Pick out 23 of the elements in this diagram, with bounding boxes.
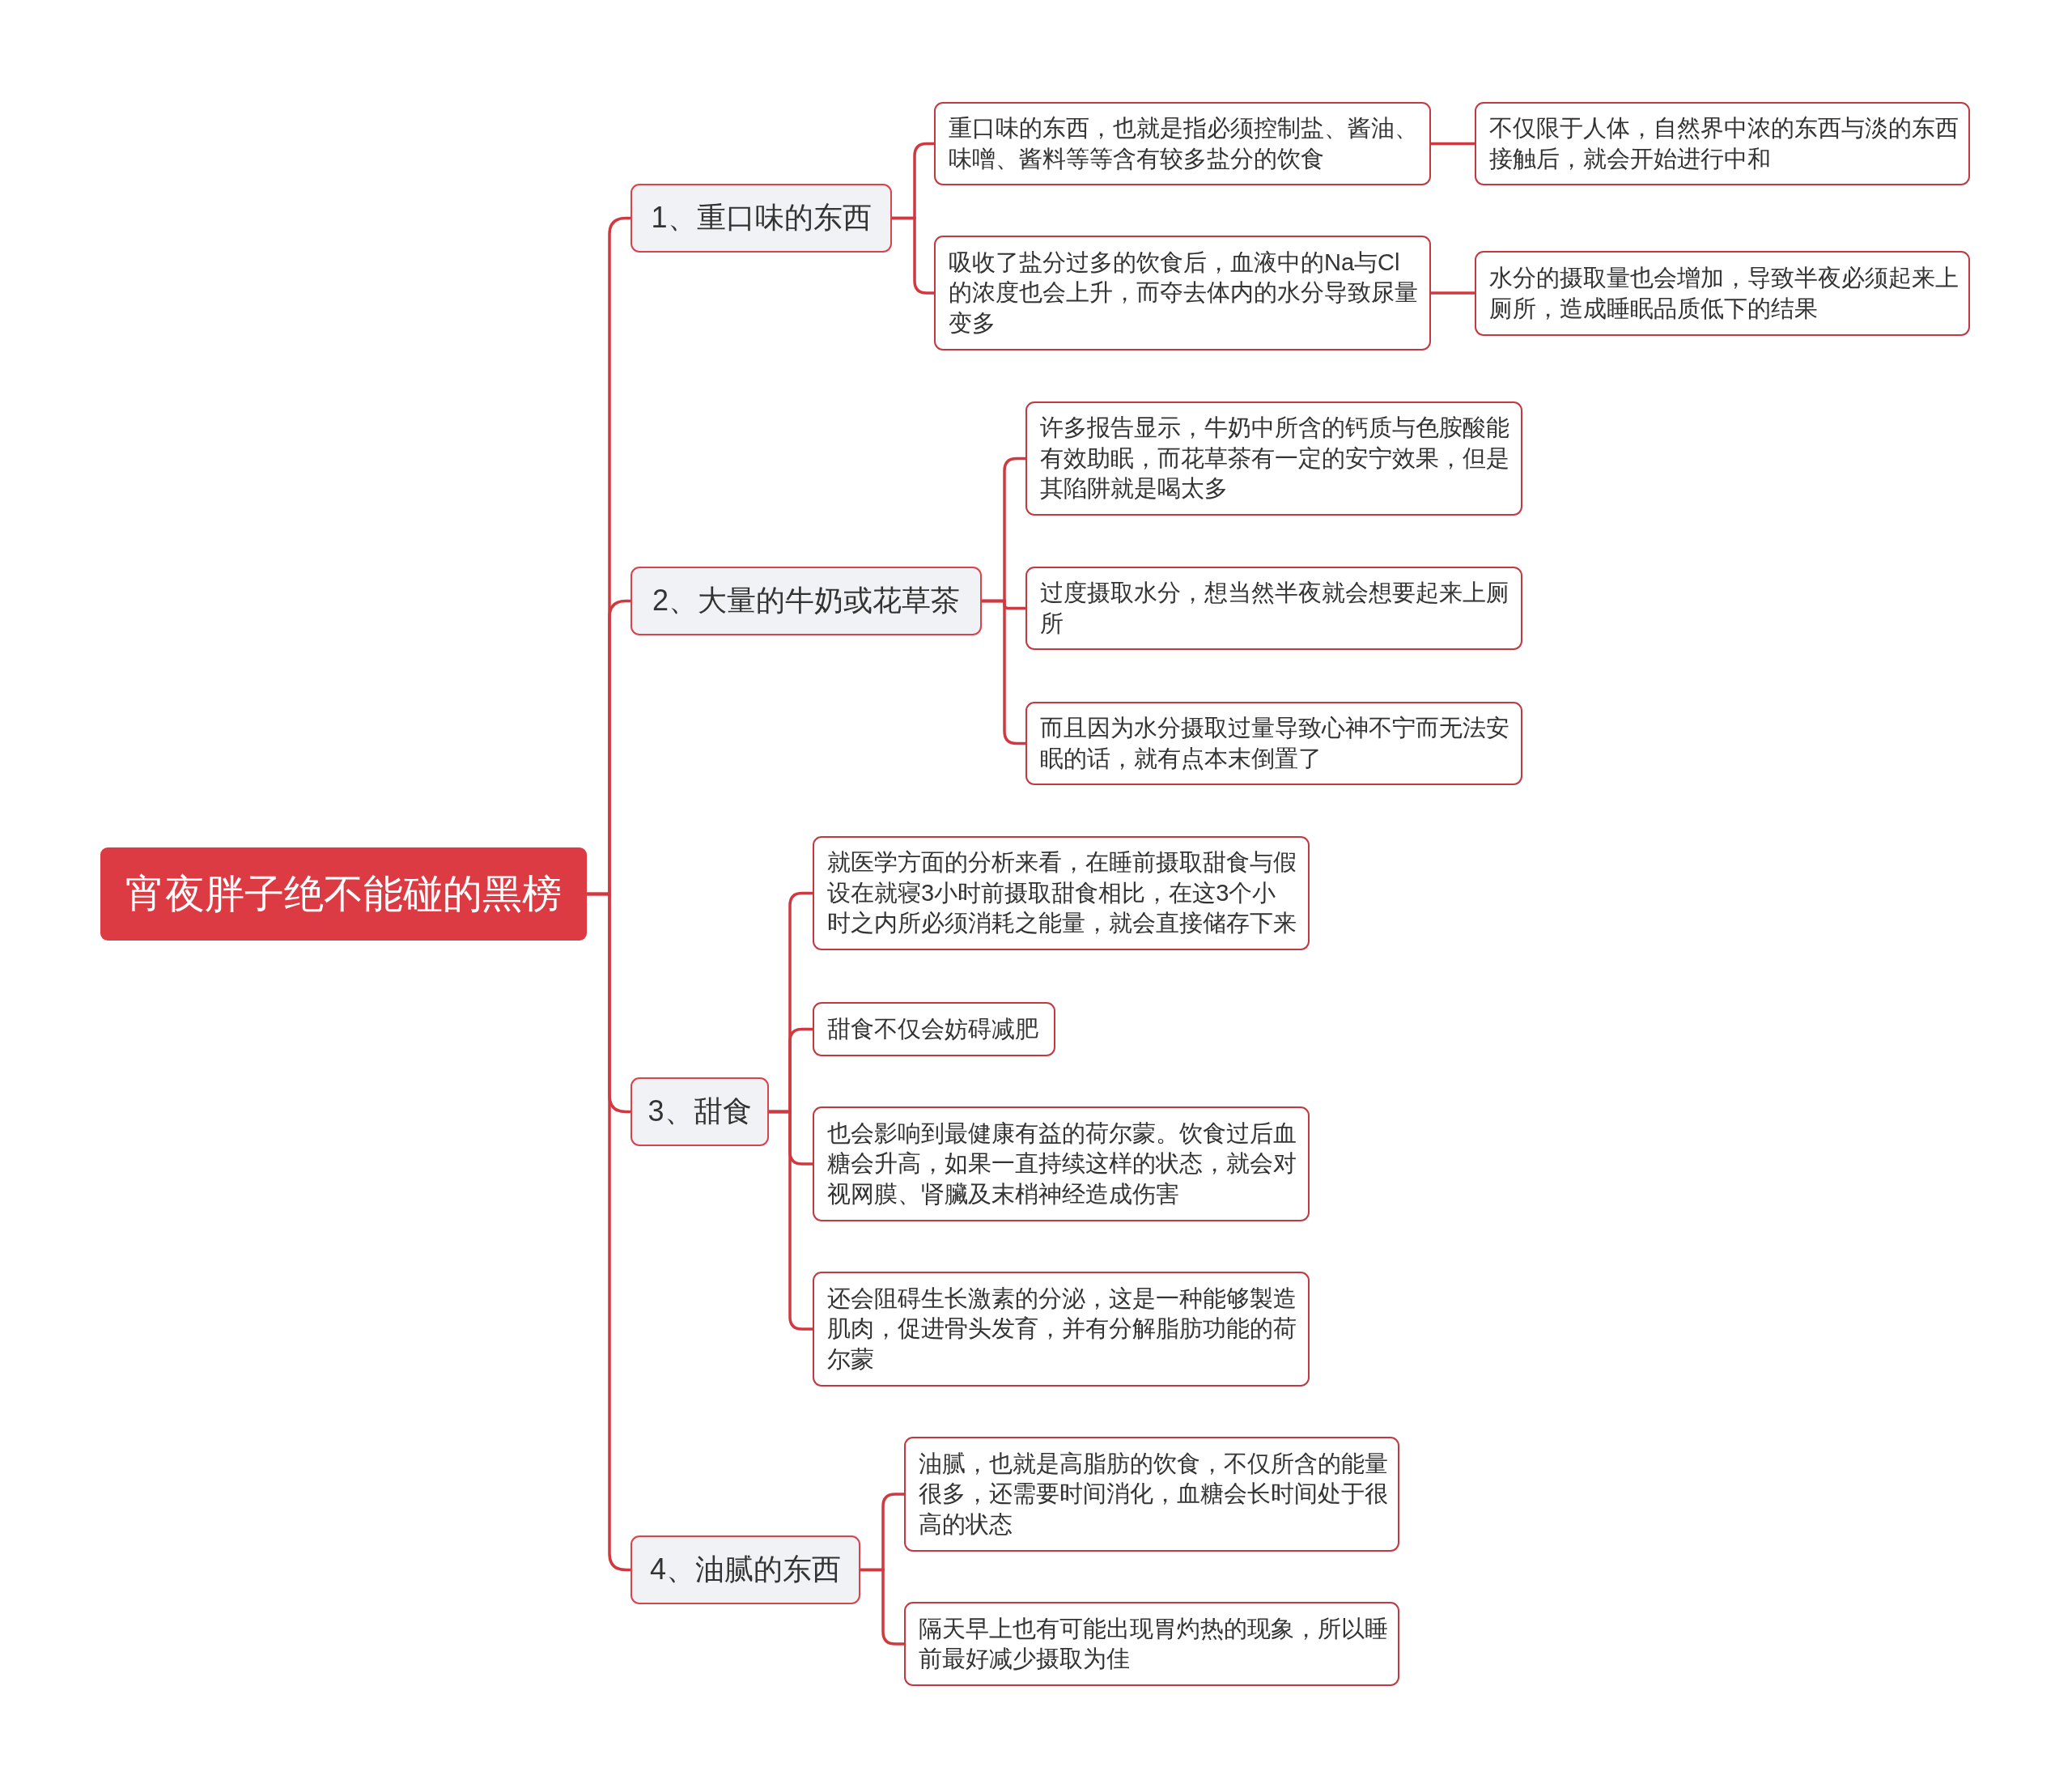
note-box: 而且因为水分摄取过量导致心神不宁而无法安眠的话，就有点本末倒置了 <box>1025 702 1522 785</box>
note-box: 还会阻碍生长激素的分泌，这是一种能够製造肌肉，促进骨头发育，并有分解脂肪功能的荷尔蒙 <box>813 1272 1310 1387</box>
note-box: 甜食不仅会妨碍减肥 <box>813 1002 1055 1056</box>
note-box: 水分的摄取量也会增加，导致半夜必须起来上厕所，造成睡眠品质低下的结果 <box>1475 251 1970 336</box>
note-box: 油腻，也就是高脂肪的饮食，不仅所含的能量很多，还需要时间消化，血糖会长时间处于很高的状态 <box>904 1437 1399 1552</box>
connector-line <box>892 216 934 295</box>
note-box: 过度摄取水分，想当然半夜就会想要起来上厕所 <box>1025 567 1522 650</box>
topic-box: 4、油腻的东西 <box>631 1535 860 1604</box>
central-topic-box: 宵夜胖子绝不能碰的黑榜 <box>100 847 587 941</box>
topic-box: 1、重口味的东西 <box>631 184 892 253</box>
connector-line <box>1431 142 1475 146</box>
connector-line <box>1431 291 1475 295</box>
note-box: 隔天早上也有可能出现胃灼热的现象，所以睡前最好减少摄取为佳 <box>904 1602 1399 1686</box>
note-box: 就医学方面的分析来看，在睡前摄取甜食与假设在就寝3小时前摄取甜食相比，在这3个小时之内所必须消耗之能量，就会直接储存下来 <box>813 836 1310 950</box>
note-box: 许多报告显示，牛奶中所含的钙质与色胺酸能有效助眠，而花草茶有一定的安宁效果，但是其陷阱就是喝太多 <box>1025 401 1522 516</box>
connector-line <box>982 599 1025 745</box>
topic-box: 2、大量的牛奶或花草茶 <box>631 567 982 635</box>
topic-box: 3、甜食 <box>631 1077 769 1146</box>
note-box: 不仅限于人体，自然界中浓的东西与淡的东西接触后，就会开始进行中和 <box>1475 102 1970 185</box>
note-box: 吸收了盐分过多的饮食后，血液中的Na与Cl的浓度也会上升，而夺去体内的水分导致尿量变多 <box>934 236 1431 350</box>
note-box: 也会影响到最健康有益的荷尔蒙。饮食过后血糖会升高，如果一直持续这样的状态，就会对视网膜、肾臟及末梢神经造成伤害 <box>813 1106 1310 1221</box>
connector-line <box>860 1568 904 1646</box>
note-box: 重口味的东西，也就是指必须控制盐、酱油、味噌、酱料等等含有较多盐分的饮食 <box>934 102 1431 185</box>
